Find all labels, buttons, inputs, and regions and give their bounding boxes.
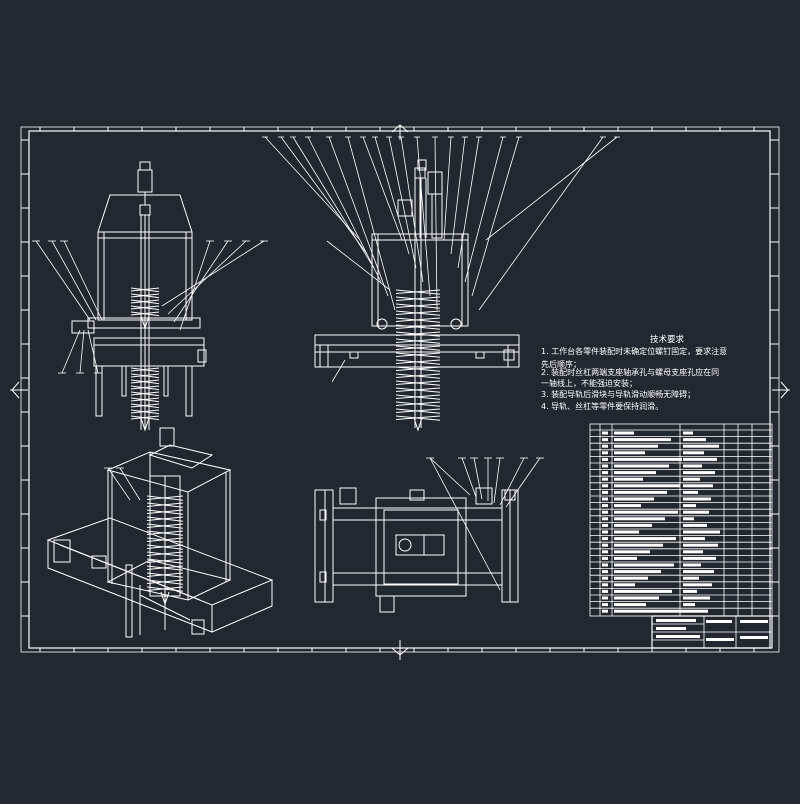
side-view (262, 136, 620, 432)
notes-item: 3. 装配导轨后滑块与导轨滑动顺畅无障碍； (541, 389, 695, 399)
notes-item: 先后顺序； (541, 359, 581, 369)
notes-item: 1. 工作台各零件装配时未确定位螺钉固定，要求注意 (541, 346, 727, 356)
notes-item: 一轴线上，不能强迫安装； (541, 378, 637, 388)
isometric-view (46, 427, 274, 638)
front-view (32, 161, 268, 432)
drawing-frame (10, 124, 790, 660)
title-block (651, 615, 773, 649)
notes-title: 技术要求 (650, 334, 685, 345)
parts-list-table (589, 423, 773, 617)
notes-item: 2. 装配时丝杠两端支座轴承孔与螺母支座孔应在同 (541, 367, 719, 377)
technical-requirements: 技术要求 1. 工作台各零件装配时未确定位螺钉固定，要求注意 先后顺序； 2. … (541, 334, 727, 411)
notes-item: 4. 导轨、丝杠等零件要保持润滑。 (541, 401, 663, 411)
top-view (314, 457, 544, 613)
